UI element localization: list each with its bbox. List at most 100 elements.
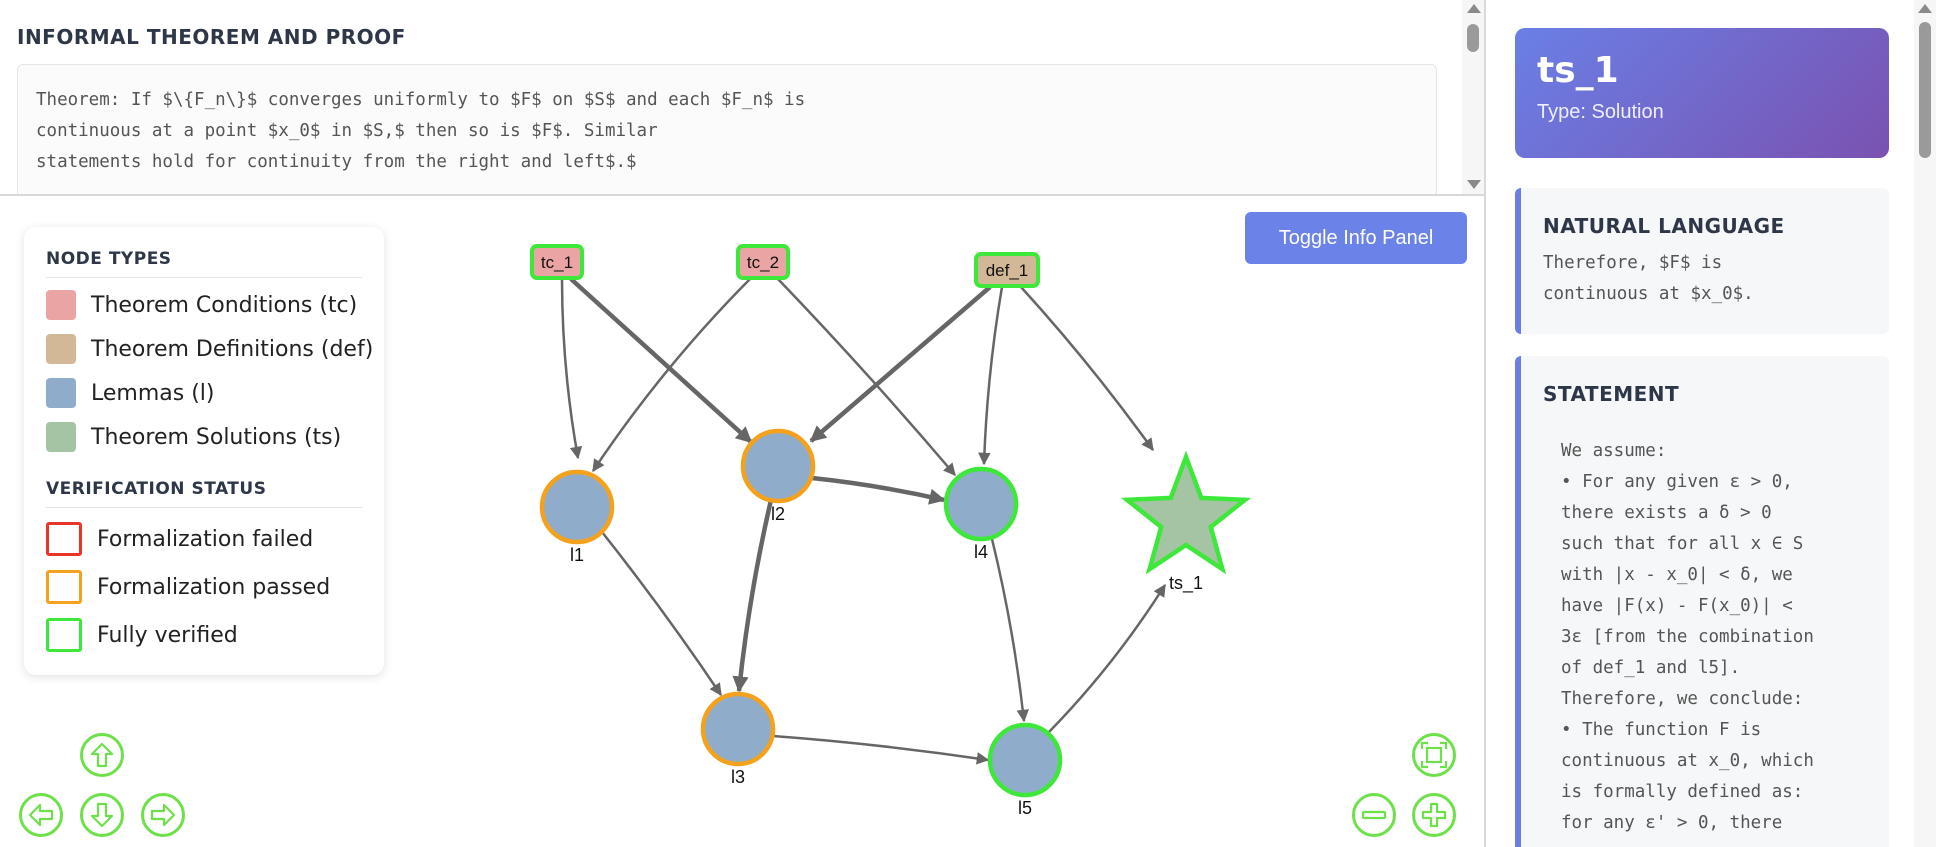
edge-l2-l3 — [732, 499, 774, 693]
legend-item-ts: Theorem Solutions (ts) — [46, 421, 341, 453]
verified-status-box — [46, 618, 82, 652]
legend-label: Theorem Definitions (def) — [91, 336, 374, 362]
legend-item-def: Theorem Definitions (def) — [46, 333, 373, 365]
node-id: ts_1 — [1537, 50, 1619, 91]
pan-left-button[interactable] — [19, 793, 63, 837]
legend-item-tc: Theorem Conditions (tc) — [46, 289, 357, 321]
info-panel-scrollbar[interactable] — [1914, 0, 1936, 847]
zoom-out-button[interactable] — [1352, 793, 1396, 837]
scroll-down-arrow-icon[interactable] — [1467, 180, 1481, 189]
natural-language-text: Therefore, $F$ is continuous at $x_0$. — [1543, 253, 1754, 304]
edge-tc_1-l2 — [569, 277, 753, 444]
passed-status-box — [46, 570, 82, 604]
node-l1[interactable]: l1 — [539, 469, 615, 565]
fit-view-icon — [1420, 741, 1448, 769]
legend-item-lemma: Lemmas (l) — [46, 377, 214, 409]
edge-def_1-l4 — [978, 286, 1004, 466]
nodes-layer: tc_1 tc_2 def_1 l1 l2 l3 l4 l5 ts_1 — [530, 244, 1252, 818]
node-l3[interactable]: l3 — [700, 691, 776, 787]
info-panel: ts_1 Type: Solution NATURAL LANGUAGE The… — [1486, 0, 1936, 847]
minus-icon — [1361, 810, 1387, 820]
node-label: tc_2 — [747, 253, 779, 272]
arrow-left-icon — [28, 803, 54, 827]
node-types-heading: NODE TYPES — [46, 249, 172, 269]
pan-up-button[interactable] — [80, 733, 124, 777]
arrow-down-icon — [90, 802, 114, 828]
natural-language-card: NATURAL LANGUAGE Therefore, $F$ is conti… — [1515, 188, 1889, 334]
node-shape[interactable] — [1120, 450, 1252, 575]
theorem-heading: INFORMAL THEOREM AND PROOF — [17, 25, 406, 49]
edges-layer — [560, 277, 1167, 765]
node-def_1[interactable]: def_1 — [974, 252, 1040, 288]
edge-l4-l5 — [990, 538, 1029, 723]
node-tc_1[interactable]: tc_1 — [530, 244, 584, 280]
legend-label: Lemmas (l) — [91, 380, 215, 406]
arrow-right-icon — [150, 803, 176, 827]
toggle-info-panel-button[interactable]: Toggle Info Panel — [1245, 212, 1467, 264]
node-label: ts_1 — [1169, 573, 1203, 594]
legend-label: Fully verified — [97, 622, 238, 648]
panel-divider[interactable] — [1484, 0, 1486, 847]
node-label: l5 — [1018, 798, 1032, 818]
def-swatch — [46, 334, 76, 364]
lemma-swatch — [46, 378, 76, 408]
node-shape[interactable] — [700, 691, 776, 767]
theorem-scrollbar[interactable] — [1462, 0, 1484, 194]
proof-graph[interactable]: tc_1 tc_2 def_1 l1 l2 l3 l4 l5 ts_1 — [0, 197, 1484, 847]
node-shape[interactable] — [740, 428, 816, 504]
legend-divider — [46, 507, 362, 508]
node-shape[interactable] — [530, 244, 584, 280]
scrollbar-thumb[interactable] — [1467, 24, 1479, 52]
node-label: def_1 — [986, 261, 1029, 280]
node-header-card: ts_1 Type: Solution — [1515, 28, 1889, 158]
scroll-up-arrow-icon[interactable] — [1467, 4, 1481, 13]
node-label: l4 — [974, 542, 988, 562]
statement-card: STATEMENT We assume: • For any given ε >… — [1515, 356, 1889, 847]
legend-item-verified: Fully verified — [46, 617, 238, 653]
arrow-up-icon — [90, 742, 114, 768]
node-l2[interactable]: l2 — [740, 428, 816, 524]
node-label: l3 — [731, 767, 745, 787]
node-l5[interactable]: l5 — [987, 722, 1063, 818]
node-l4[interactable]: l4 — [943, 466, 1019, 562]
node-type: Type: Solution — [1537, 101, 1664, 123]
node-ts_1[interactable]: ts_1 — [1120, 450, 1252, 594]
edge-tc_2-l1 — [591, 278, 751, 473]
statement-heading: STATEMENT — [1543, 382, 1680, 406]
node-tc_2[interactable]: tc_2 — [736, 244, 790, 280]
scrollbar-thumb[interactable] — [1919, 22, 1931, 158]
ts-swatch — [46, 422, 76, 452]
verification-status-heading: VERIFICATION STATUS — [46, 479, 267, 499]
legend-item-passed: Formalization passed — [46, 569, 330, 605]
node-shape[interactable] — [539, 469, 615, 545]
fit-to-view-button[interactable] — [1412, 733, 1456, 777]
node-label: l1 — [570, 545, 584, 565]
node-shape[interactable] — [974, 252, 1040, 288]
edge-tc_2-l4 — [777, 278, 956, 476]
node-label: l2 — [771, 504, 785, 524]
pan-down-button[interactable] — [80, 793, 124, 837]
pan-right-button[interactable] — [141, 793, 185, 837]
natural-language-heading: NATURAL LANGUAGE — [1543, 214, 1785, 238]
edge-def_1-ts_1 — [1020, 286, 1155, 452]
legend-label: Theorem Conditions (tc) — [91, 292, 358, 318]
failed-status-box — [46, 522, 82, 556]
legend-label: Theorem Solutions (ts) — [91, 424, 342, 450]
statement-text: We assume: • For any given ε > 0, there … — [1561, 441, 1814, 833]
tc-swatch — [46, 290, 76, 320]
edge-def_1-l2 — [809, 285, 992, 443]
legend-label: Formalization passed — [97, 574, 331, 600]
node-label: tc_1 — [541, 253, 573, 272]
scroll-up-arrow-icon[interactable] — [1918, 4, 1932, 13]
edge-tc_1-l1 — [560, 278, 583, 460]
edge-l2-l4 — [811, 475, 946, 505]
node-shape[interactable] — [943, 466, 1019, 542]
zoom-in-button[interactable] — [1412, 793, 1456, 837]
graph-canvas[interactable]: tc_1 tc_2 def_1 l1 l2 l3 l4 l5 ts_1 NODE TYPES T… — [0, 197, 1484, 847]
theorem-text: Theorem: If $\{F_n\}$ converges uniforml… — [17, 64, 1437, 194]
edge-l5-ts_1 — [1047, 583, 1167, 734]
node-shape[interactable] — [987, 722, 1063, 798]
legend-divider — [46, 277, 362, 278]
node-shape[interactable] — [736, 244, 790, 280]
